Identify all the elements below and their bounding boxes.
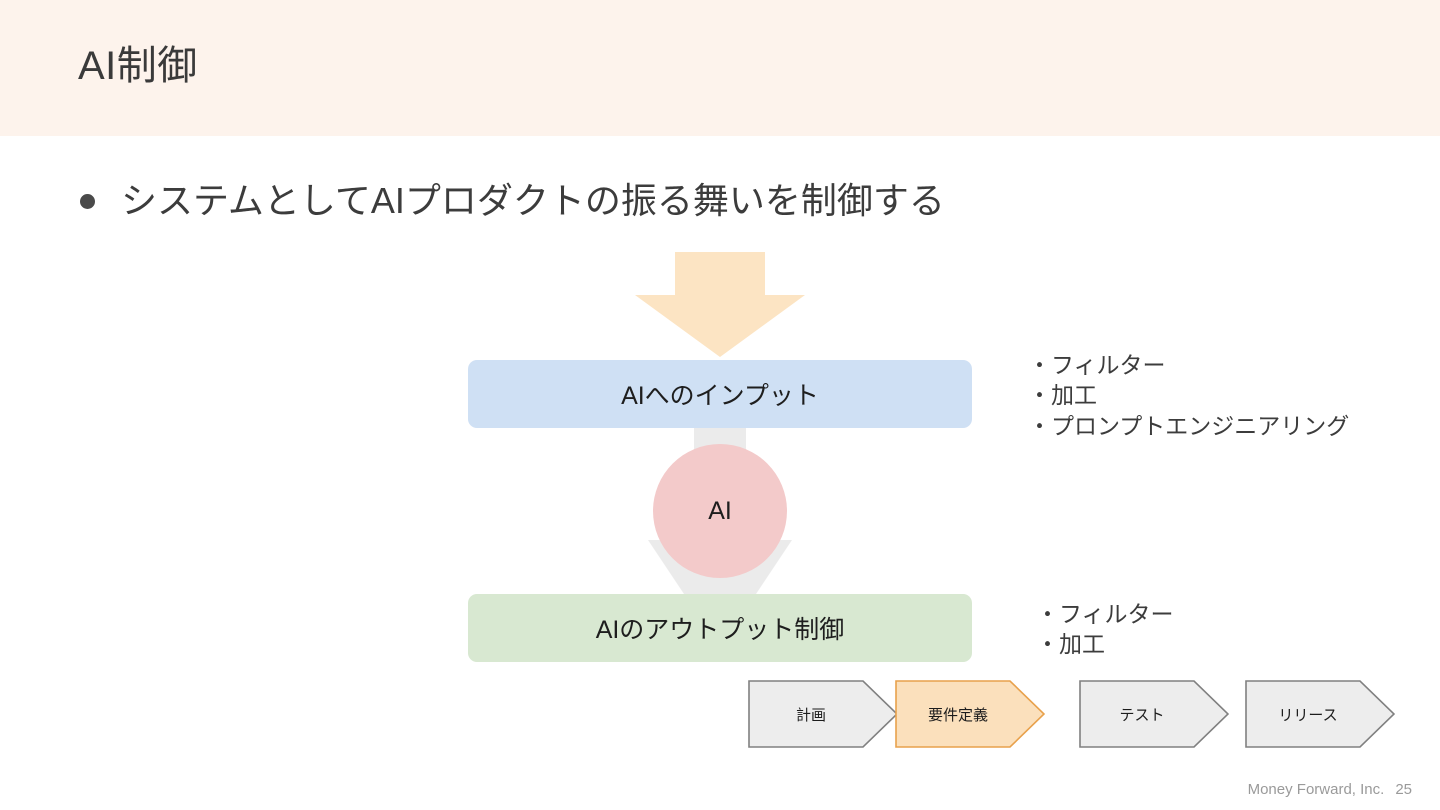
phase-chevron-test[interactable]: テスト <box>1079 680 1229 748</box>
flow-node-ai-label: AI <box>708 496 732 525</box>
flow-box-input[interactable]: AIへのインプット <box>468 360 972 428</box>
footer: Money Forward, Inc. 25 <box>1248 781 1412 798</box>
chevron-shape <box>895 680 1045 748</box>
header-band <box>0 0 1440 136</box>
page-number: 25 <box>1395 781 1412 798</box>
flow-node-ai[interactable]: AI <box>653 444 787 578</box>
phase-label: 要件定義 <box>927 706 988 724</box>
annotation-input: ・フィルター ・加工 ・プロンプトエンジニアリング <box>1028 350 1349 441</box>
annotation-input-line-3: ・プロンプトエンジニアリング <box>1028 412 1350 439</box>
page-title: AI制御 <box>78 44 198 88</box>
annotation-input-line-1: ・フィルター <box>1028 352 1166 378</box>
flow-box-input-label: AIへのインプット <box>621 382 819 410</box>
down-arrow-icon <box>635 252 805 357</box>
chevron-shape <box>1245 680 1395 748</box>
annotation-output-line-1: ・フィルター <box>1036 601 1174 627</box>
flow-box-output[interactable]: AIのアウトプット制御 <box>468 594 972 662</box>
phase-label: 計画 <box>795 706 826 724</box>
chevron-shape <box>1079 680 1229 748</box>
bullet-dot-icon <box>80 194 95 209</box>
bullet-item-label: システムとしてAIプロダクトの振る舞いを制御する <box>121 180 945 221</box>
bullet-list-item: システムとしてAIプロダクトの振る舞いを制御する <box>80 178 945 223</box>
phase-label: テスト <box>1119 706 1165 724</box>
phase-chevron-plan[interactable]: 計画 <box>748 680 898 748</box>
phase-chevron-release[interactable]: リリース <box>1245 680 1395 748</box>
phase-chevron-requirements[interactable]: 要件定義 <box>895 680 1045 748</box>
flow-box-output-label: AIのアウトプット制御 <box>595 616 845 644</box>
annotation-output-line-2: ・加工 <box>1036 631 1105 658</box>
chevron-shape <box>748 680 898 748</box>
footer-company: Money Forward, Inc. <box>1247 781 1385 798</box>
annotation-input-line-2: ・加工 <box>1028 382 1097 409</box>
annotation-output: ・フィルター ・加工 <box>1036 599 1174 660</box>
phase-label: リリース <box>1278 706 1338 724</box>
